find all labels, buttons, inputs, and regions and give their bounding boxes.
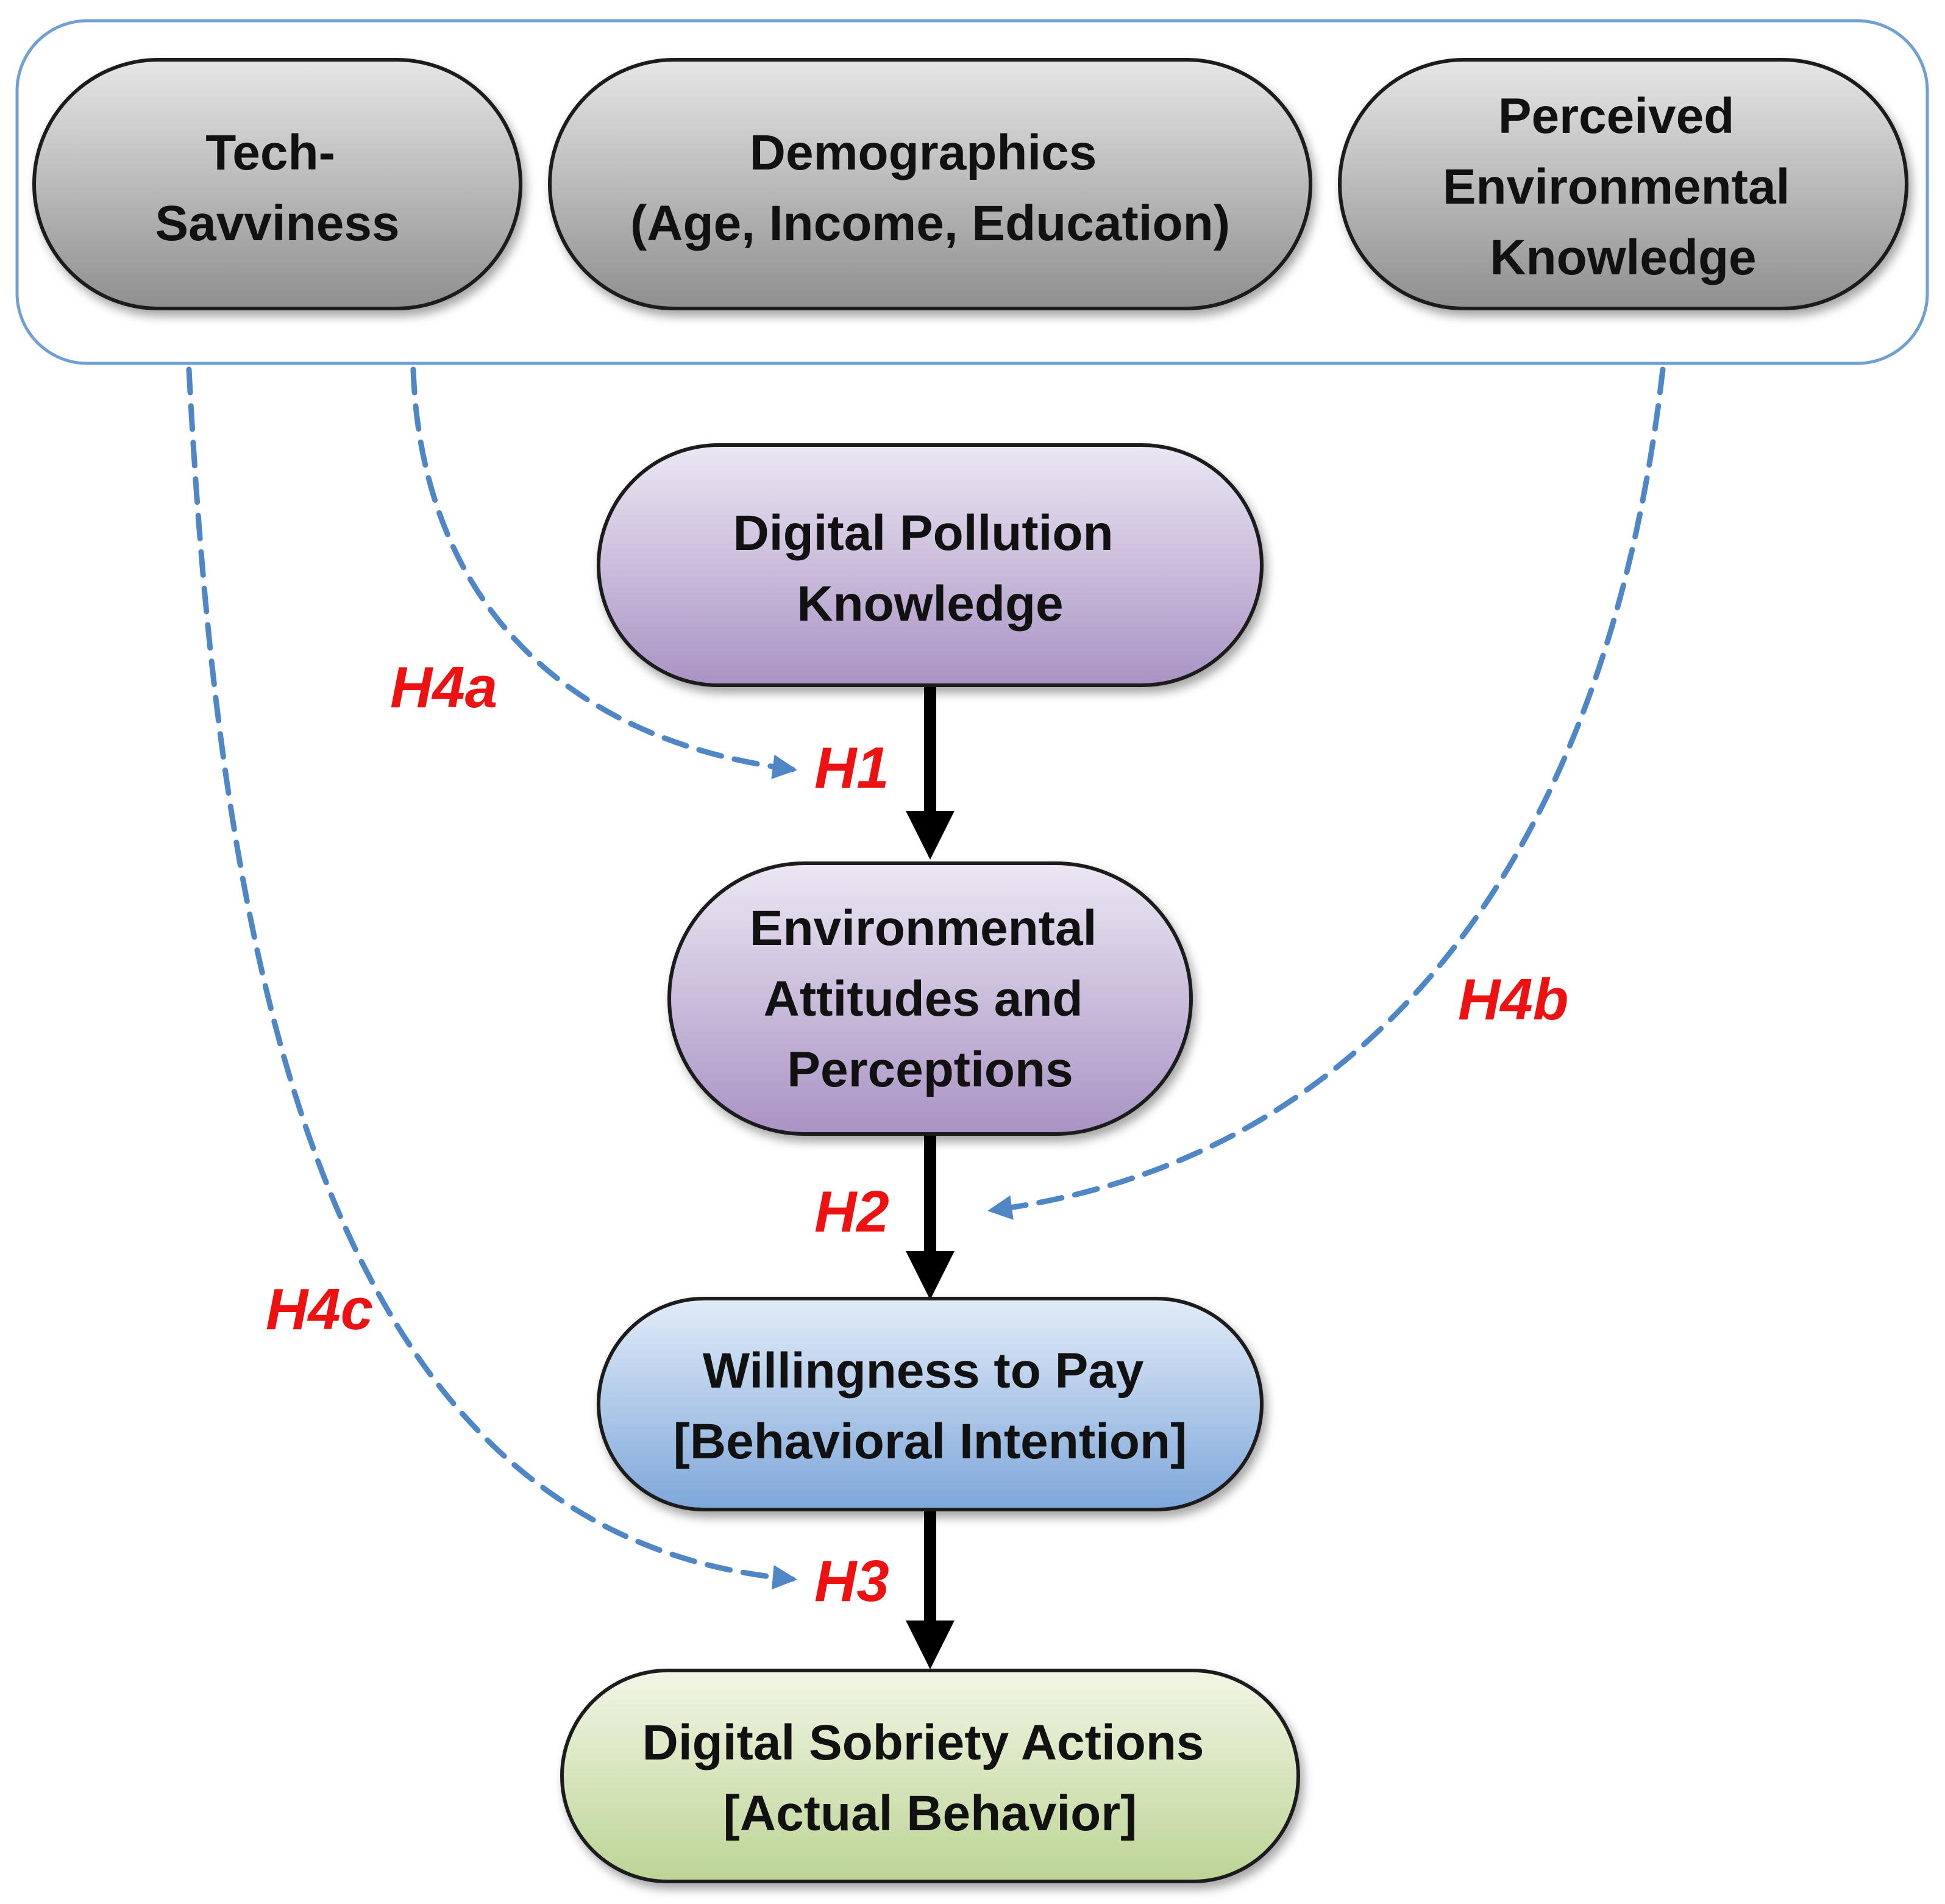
hypothesis-label-h4b: H4b — [1458, 967, 1568, 1032]
willingness-to-pay-node: Willingness to Pay [Behavioral Intention… — [597, 1297, 1264, 1511]
svg-text:Environmental Attitudes: Environmental Attitudes and Perceptions — [750, 900, 1111, 1097]
environmental-attitudes-node: Environmental Attitudes and Perceptions — [667, 861, 1193, 1136]
h4c-dashed-arrow — [186, 366, 798, 1590]
demographics-line-1: Demographics — [750, 125, 1097, 180]
digital-pollution-knowledge-line-1: Digital Pollution — [733, 505, 1114, 561]
perceived-environmental-knowledge-node: Perceived Environmental Knowledge — [1338, 58, 1908, 310]
svg-text:Willingness to Pay [Beha: Willingness to Pay [Behavioral Intention… — [674, 1343, 1187, 1469]
perceived-env-knowledge-line-3: Knowledge — [1490, 230, 1756, 285]
digital-sobriety-actions-line-1: Digital Sobriety Actions — [642, 1715, 1204, 1770]
svg-text:Perceived Environmental: Perceived Environmental Knowledge — [1443, 88, 1804, 285]
demographics-node: Demographics (Age, Income, Education) — [548, 58, 1312, 310]
h1-arrow — [906, 685, 955, 860]
hypothesis-label-h4c: H4c — [266, 1277, 373, 1342]
hypothesis-label-h4a: H4a — [390, 655, 497, 720]
perceived-env-knowledge-line-1: Perceived — [1498, 88, 1735, 144]
svg-text:Demographics (Age, Incom: Demographics (Age, Income, Education) — [630, 125, 1230, 251]
h3-arrow — [906, 1510, 955, 1669]
perceived-env-knowledge-line-2: Environmental — [1443, 159, 1790, 215]
hypothesis-label-h1: H1 — [814, 735, 889, 800]
tech-savviness-line-1: Tech- — [205, 125, 335, 180]
h4a-dashed-arrow — [410, 366, 798, 779]
tech-savviness-line-2: Savviness — [155, 196, 399, 251]
willingness-to-pay-line-2: [Behavioral Intention] — [674, 1414, 1187, 1469]
svg-text:Digital Pollution Knowle: Digital Pollution Knowledge — [733, 505, 1128, 632]
h2-arrow — [906, 1134, 955, 1300]
h4b-dashed-arrow — [987, 366, 1666, 1220]
svg-text:Tech- Savviness: Tech- Savviness — [155, 125, 399, 251]
environmental-attitudes-line-3: Perceptions — [787, 1042, 1073, 1097]
digital-pollution-knowledge-node: Digital Pollution Knowledge — [597, 443, 1264, 687]
demographics-line-2: (Age, Income, Education) — [630, 196, 1230, 251]
digital-pollution-knowledge-line-2: Knowledge — [797, 576, 1063, 632]
hypothesis-label-h3: H3 — [814, 1549, 889, 1614]
willingness-to-pay-line-1: Willingness to Pay — [703, 1343, 1144, 1399]
digital-sobriety-actions-node: Digital Sobriety Actions [Actual Behavio… — [560, 1669, 1300, 1883]
digital-sobriety-actions-line-2: [Actual Behavior] — [724, 1786, 1137, 1841]
tech-savviness-node: Tech- Savviness — [32, 58, 522, 310]
hypothesis-label-h2: H2 — [814, 1179, 889, 1244]
environmental-attitudes-line-2: Attitudes and — [764, 971, 1083, 1027]
environmental-attitudes-line-1: Environmental — [750, 900, 1097, 956]
svg-text:Digital Sobriety Actions: Digital Sobriety Actions [Actual Behavio… — [642, 1715, 1218, 1841]
